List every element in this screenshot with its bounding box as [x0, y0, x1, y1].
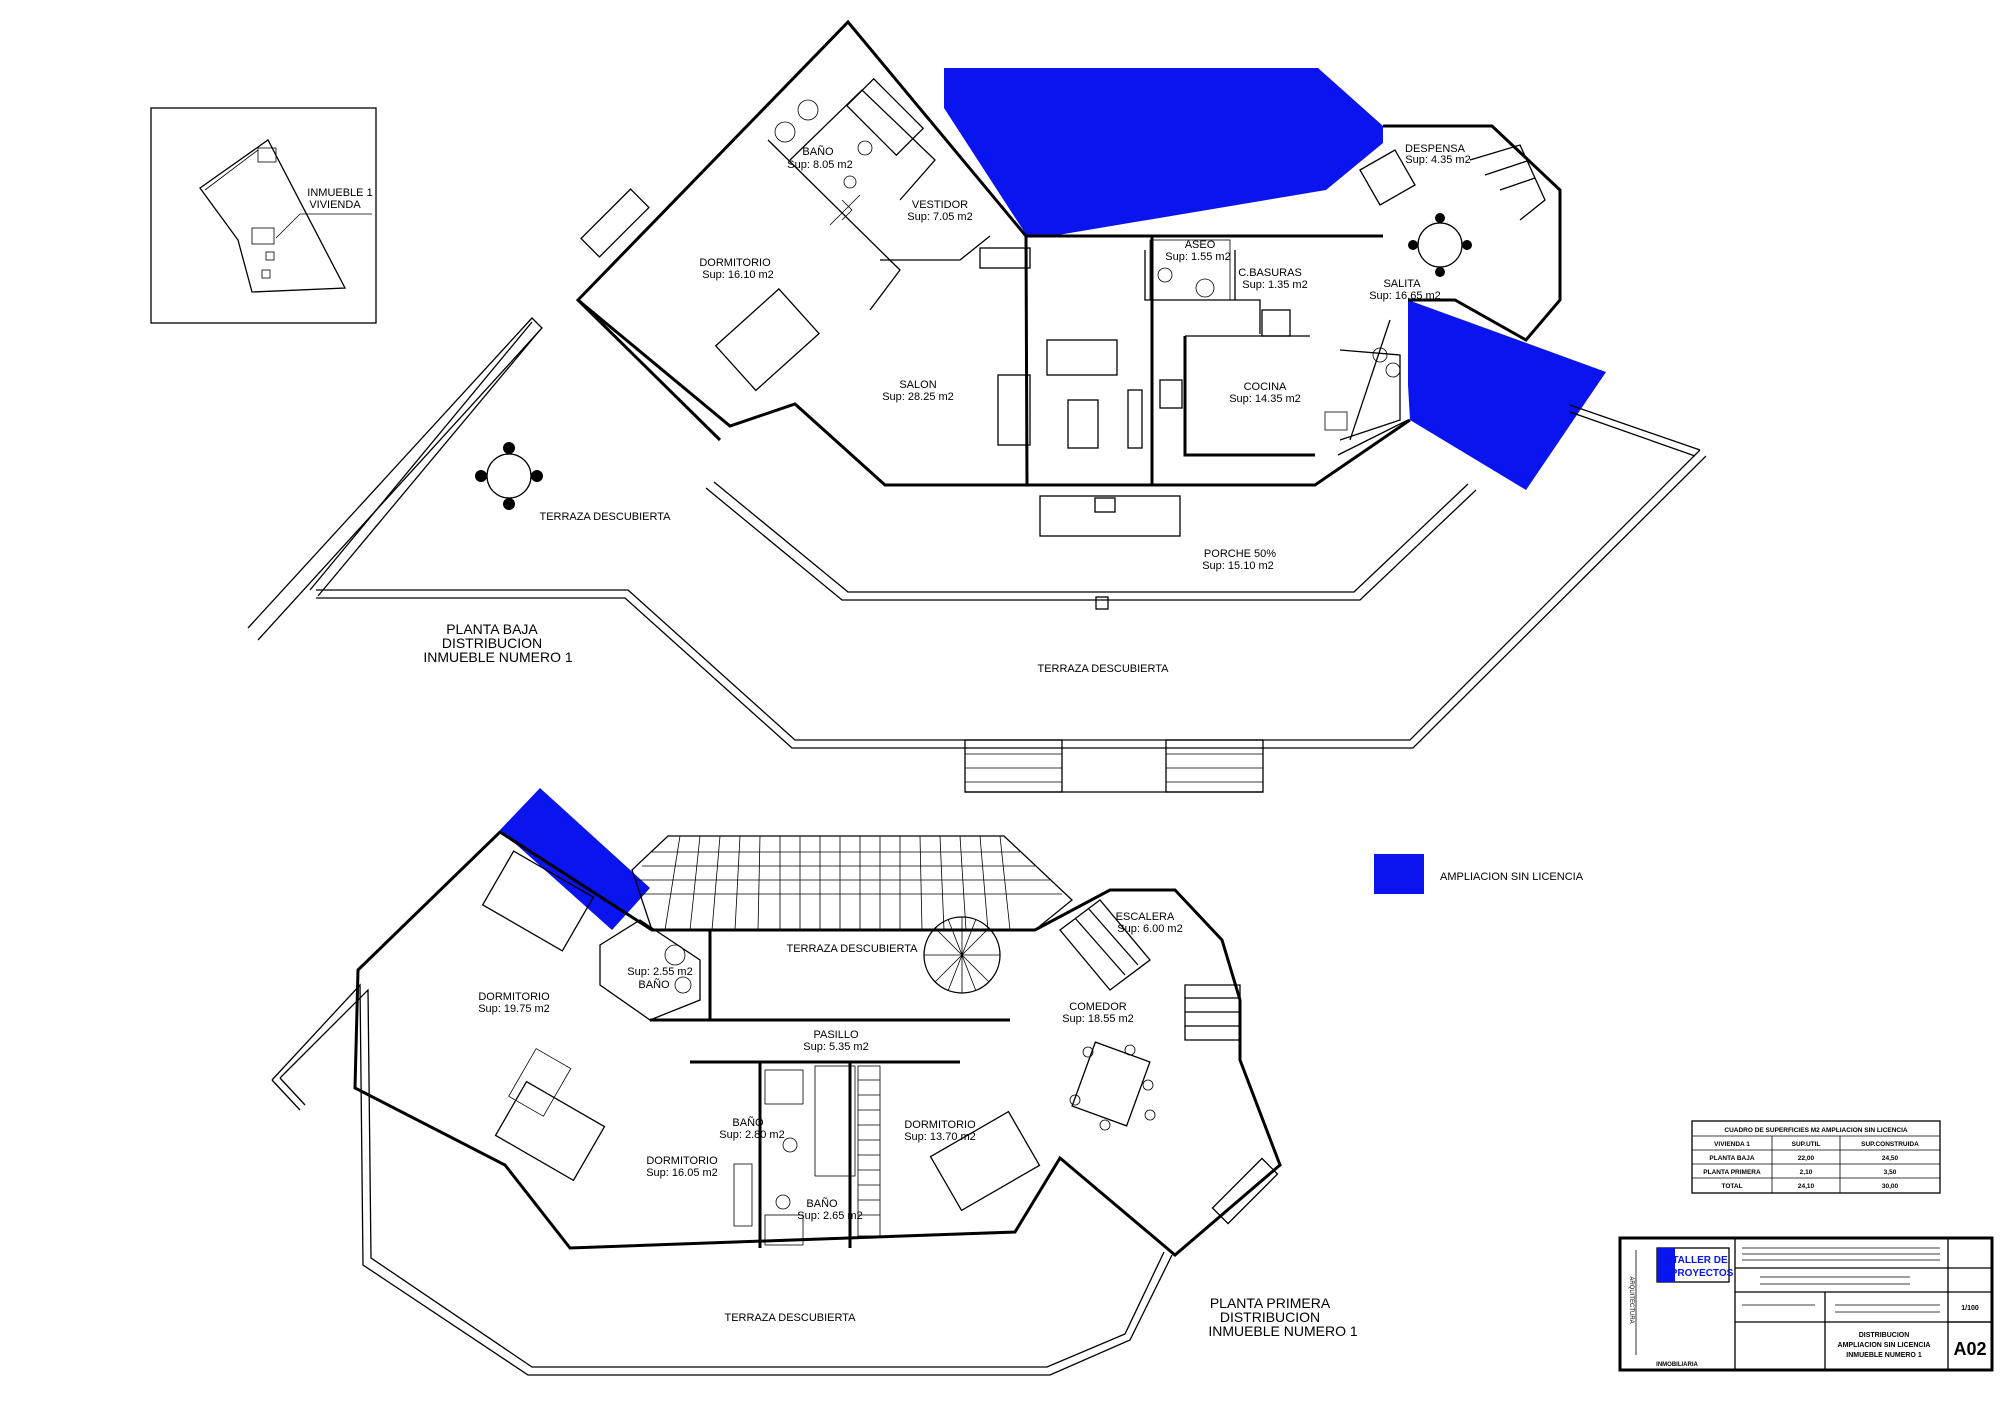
- gf-vestidor-name: VESTIDOR: [912, 199, 968, 211]
- ff-bano-small-name: BAÑO: [638, 978, 670, 991]
- gf-title-2: DISTRIBUCION: [442, 635, 542, 651]
- surface-table-header-0: VIVIENDA 1: [1714, 1141, 1750, 1148]
- comedor-table: [1069, 1041, 1156, 1131]
- surface-table-cell-2-0: TOTAL: [1721, 1183, 1742, 1190]
- location-label-1: INMUEBLE 1: [307, 187, 372, 199]
- roof-tiles: [631, 835, 1073, 931]
- gf-cocina-name: COCINA: [1244, 381, 1287, 393]
- surface-table-cell-0-1: 22,00: [1798, 1155, 1815, 1162]
- gf-dormitorio-area: Sup: 16.10 m2: [702, 269, 774, 281]
- ff-title-1: PLANTA PRIMERA: [1210, 1295, 1331, 1311]
- gf-title-3: INMUEBLE NUMERO 1: [423, 649, 573, 665]
- gf-salon-area: Sup: 28.25 m2: [882, 391, 954, 403]
- ground-floor-plan: BAÑO Sup: 8.05 m2 VESTIDOR Sup: 7.05 m2 …: [247, 19, 1707, 793]
- first-floor-plan: TERRAZA DESCUBIERTA ESCALERA Sup: 6.00 m…: [271, 788, 1358, 1376]
- ff-bano-mid-area: Sup: 2.80 m2: [719, 1129, 784, 1141]
- ff-title-3: INMUEBLE NUMERO 1: [1208, 1323, 1358, 1339]
- unlicensed-area-kitchen: [1408, 300, 1606, 490]
- gf-aseo-area: Sup: 1.55 m2: [1165, 251, 1230, 263]
- surface-table-cell-2-2: 30,00: [1882, 1183, 1899, 1190]
- unlicensed-area-first-floor: [500, 788, 650, 930]
- surface-table-cell-1-1: 2,10: [1800, 1169, 1813, 1176]
- firm-name-2: PROYECTOS: [1671, 1268, 1734, 1279]
- legend-label: AMPLIACION SIN LICENCIA: [1440, 871, 1584, 883]
- sheet-code: A02: [1953, 1339, 1986, 1359]
- location-map: INMUEBLE 1 VIVIENDA: [150, 107, 377, 324]
- ff-comedor-name: COMEDOR: [1069, 1001, 1127, 1013]
- legend: AMPLIACION SIN LICENCIA: [1374, 854, 1584, 894]
- ff-dormitorio-left-name: DORMITORIO: [478, 991, 550, 1003]
- surface-table-header-2: SUP.CONSTRUIDA: [1861, 1141, 1919, 1148]
- gf-dormitorio-name: DORMITORIO: [699, 257, 771, 269]
- ff-bano-low-area: Sup: 2.65 m2: [797, 1210, 862, 1222]
- ff-escalera-name: ESCALERA: [1116, 911, 1175, 923]
- gf-terraza-bottom: TERRAZA DESCUBIERTA: [1037, 663, 1169, 675]
- ff-dormitorio-mid-area: Sup: 16.05 m2: [646, 1167, 718, 1179]
- title-block-side-text: ARQUITECTURA: [1628, 1276, 1634, 1323]
- gf-despensa-area: Sup: 4.35 m2: [1405, 154, 1470, 166]
- salita-table: [1408, 213, 1472, 277]
- title-block: TALLER DE PROYECTOS ARQUITECTURA INMOBIL…: [1618, 1236, 1994, 1372]
- surface-table-title: CUADRO DE SUPERFICIES M2 AMPLIACION SIN …: [1724, 1127, 1908, 1134]
- unlicensed-area-top: [944, 68, 1383, 236]
- gf-cbasuras-name: C.BASURAS: [1238, 267, 1302, 279]
- gf-bano-name: BAÑO: [802, 145, 834, 158]
- scale: 1/100: [1961, 1305, 1979, 1312]
- gf-cbasuras-area: Sup: 1.35 m2: [1242, 279, 1307, 291]
- entry-steps: [964, 739, 1264, 793]
- gf-terraza-left: TERRAZA DESCUBIERTA: [539, 511, 671, 523]
- plan-title-2: AMPLIACION SIN LICENCIA: [1838, 1342, 1931, 1349]
- gf-salita-area: Sup: 16.65 m2: [1369, 290, 1441, 302]
- ff-pasillo-name: PASILLO: [813, 1029, 858, 1041]
- spiral-stair: [923, 916, 1001, 994]
- ff-escalera-area: Sup: 6.00 m2: [1117, 923, 1182, 935]
- surface-table-header-1: SUP.UTIL: [1792, 1141, 1821, 1148]
- ff-terraza-bottom: TERRAZA DESCUBIERTA: [724, 1312, 856, 1324]
- ff-bano-mid-name: BAÑO: [732, 1116, 764, 1129]
- ff-bano-small-area: Sup: 2.55 m2: [627, 966, 692, 978]
- location-label-2: VIVIENDA: [309, 199, 361, 211]
- gf-porche-area: Sup: 15.10 m2: [1202, 560, 1274, 572]
- ff-title-2: DISTRIBUCION: [1220, 1309, 1320, 1325]
- gf-title-1: PLANTA BAJA: [446, 621, 538, 637]
- plan-title-1: DISTRIBUCION: [1859, 1332, 1910, 1339]
- ff-dormitorio-mid-name: DORMITORIO: [646, 1155, 718, 1167]
- surface-table-cell-2-1: 24,10: [1798, 1183, 1815, 1190]
- surface-table-cell-1-0: PLANTA PRIMERA: [1703, 1169, 1761, 1176]
- surface-table-cell-1-2: 3,50: [1884, 1169, 1897, 1176]
- ff-dormitorio-right-name: DORMITORIO: [904, 1119, 976, 1131]
- plan-title-3: INMUEBLE NUMERO 1: [1846, 1352, 1922, 1359]
- surface-table-cell-0-2: 24,50: [1882, 1155, 1899, 1162]
- title-block-bottom-text: INMOBILIARIA: [1656, 1362, 1698, 1368]
- ff-comedor-area: Sup: 18.55 m2: [1062, 1013, 1134, 1025]
- terraza-table: [475, 442, 543, 510]
- legend-swatch: [1374, 854, 1424, 894]
- surface-table: CUADRO DE SUPERFICIES M2 AMPLIACION SIN …: [1691, 1120, 1941, 1194]
- gf-vestidor-area: Sup: 7.05 m2: [907, 211, 972, 223]
- ff-dormitorio-left-area: Sup: 19.75 m2: [478, 1003, 550, 1015]
- gf-aseo-name: ASEO: [1185, 239, 1216, 251]
- surface-table-cell-0-0: PLANTA BAJA: [1709, 1155, 1754, 1162]
- gf-bano-area: Sup: 8.05 m2: [787, 159, 852, 171]
- firm-name-1: TALLER DE: [1672, 1255, 1728, 1266]
- ff-terraza-top: TERRAZA DESCUBIERTA: [786, 943, 918, 955]
- gf-salon-name: SALON: [899, 379, 936, 391]
- ff-bano-low-name: BAÑO: [806, 1197, 838, 1210]
- ff-dormitorio-right-area: Sup: 13.70 m2: [904, 1131, 976, 1143]
- gf-despensa-name: DESPENSA: [1405, 143, 1466, 155]
- gf-porche-name: PORCHE 50%: [1204, 548, 1276, 560]
- gf-salita-name: SALITA: [1383, 278, 1421, 290]
- gf-cocina-area: Sup: 14.35 m2: [1229, 393, 1301, 405]
- ff-pasillo-area: Sup: 5.35 m2: [803, 1041, 868, 1053]
